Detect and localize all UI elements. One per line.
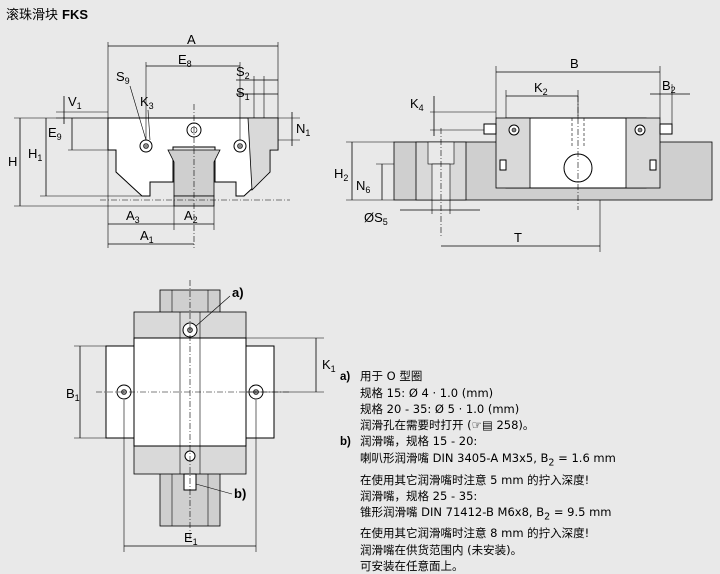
dim-B: B — [570, 56, 579, 71]
front-end-cap — [247, 117, 279, 191]
callout-a: a) — [232, 285, 244, 300]
dim-E9: E9 — [48, 125, 62, 142]
dim-A2: A2 — [184, 208, 198, 225]
note-b-line3: 在使用其它润滑嘴时注意 5 mm 的拧入深度! — [360, 472, 590, 487]
note-b-line4: 润滑嘴，规格 25 - 35: — [360, 488, 478, 503]
dim-A3: A3 — [126, 208, 140, 225]
dim-N1: N1 — [296, 121, 310, 138]
side-view: B K2 B2 K4 H2 N6 ØS5 T — [334, 56, 713, 252]
side-nipple-left — [483, 123, 497, 135]
dim-K2: K2 — [534, 80, 548, 97]
top-view: a) b) K1 B1 E1 — [66, 280, 336, 552]
callout-b: b) — [234, 486, 246, 501]
dim-H2: H2 — [334, 166, 348, 183]
title-main: 滚珠滑块 — [6, 7, 59, 22]
dim-V1: V1 — [68, 94, 82, 111]
dim-B2: B2 — [662, 78, 676, 95]
dim-K4: K4 — [410, 96, 424, 113]
dim-H1: H1 — [28, 146, 42, 163]
title-model: FKS — [62, 7, 89, 22]
note-a-line1: a)用于 O 型圈 — [340, 369, 423, 383]
dim-K1: K1 — [322, 357, 336, 374]
note-a-line4: 润滑孔在需要时打开 (☞▤ 258)。 — [360, 418, 535, 433]
dim-E8: E8 — [178, 52, 192, 69]
dim-K3: K3 — [140, 94, 154, 111]
dim-S9: S9 — [116, 69, 130, 86]
note-b-line7: 润滑嘴在供货范围内 (未安装)。 — [360, 542, 523, 557]
dim-T: T — [514, 230, 522, 245]
dim-H: H — [8, 154, 17, 169]
note-b-line5: 锥形润滑嘴 DIN 71412-B M6x8, B2 = 9.5 mm — [360, 505, 612, 523]
notes-panel: a)用于 O 型圈 规格 15: Ø 4 · 1.0 (mm) 规格 20 - … — [340, 368, 718, 574]
front-view: A E8 S9 K3 S2 S1 N1 V1 E9 — [8, 32, 310, 248]
dim-S5: ØS5 — [364, 210, 388, 227]
side-nipple-right — [659, 123, 673, 135]
note-a-line2: 规格 15: Ø 4 · 1.0 (mm) — [360, 386, 494, 401]
note-a-line3: 规格 20 - 35: Ø 5 · 1.0 (mm) — [360, 402, 520, 417]
note-b-line6: 在使用其它润滑嘴时注意 8 mm 的拧入深度! — [360, 526, 590, 541]
note-b-line2: 喇叭形润滑嘴 DIN 3405-A M3x5, B2 = 1.6 mm — [360, 451, 616, 469]
dim-S1: S1 — [236, 85, 250, 102]
note-b-line1: b)润滑嘴，规格 15 - 20: — [340, 434, 478, 449]
dim-A1: A1 — [140, 228, 154, 245]
dim-B1: B1 — [66, 386, 80, 403]
dim-N6: N6 — [356, 178, 370, 195]
dim-E1: E1 — [184, 530, 198, 547]
dim-A: A — [187, 32, 196, 47]
dim-S2: S2 — [236, 64, 250, 81]
note-b-line8: 可安装在任意面上。 — [360, 558, 464, 573]
